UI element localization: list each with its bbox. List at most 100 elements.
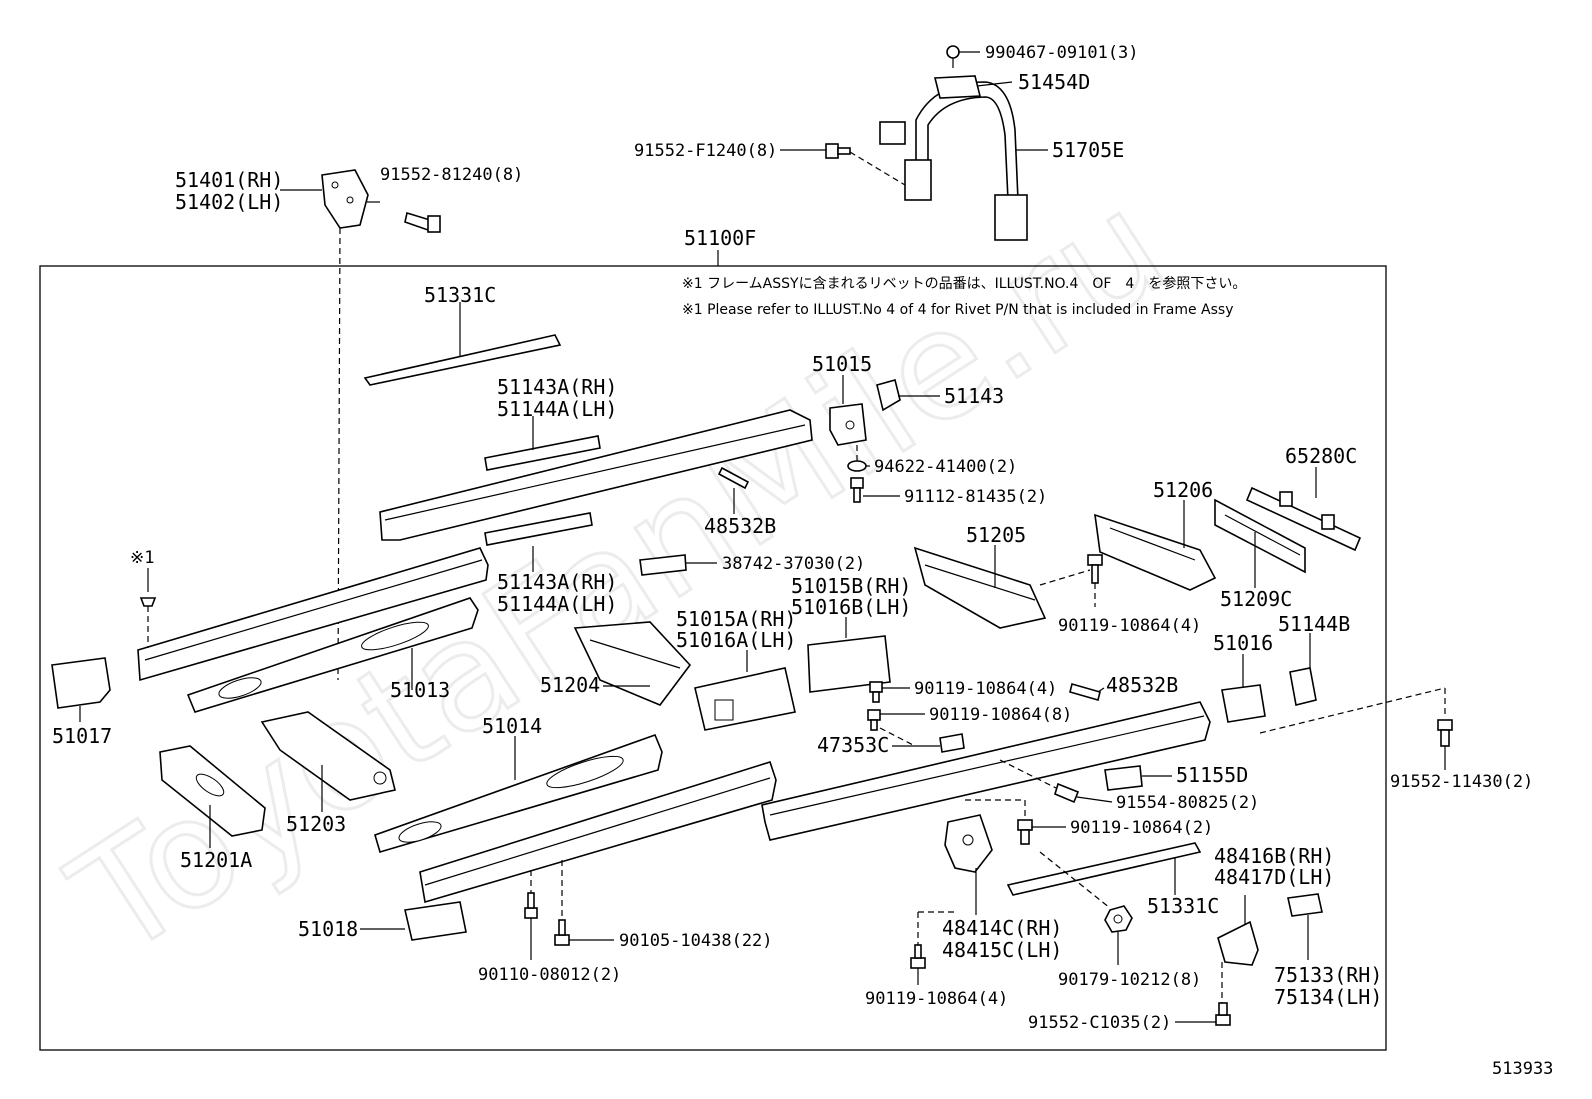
label-91554[interactable]: 91554-80825(2) <box>1116 793 1259 813</box>
label-51015A[interactable]: 51015A(RH) <box>676 607 796 631</box>
label-90105[interactable]: 90105-10438(22) <box>619 931 773 951</box>
label-51016A[interactable]: 51016A(LH) <box>676 628 796 652</box>
label-48416B[interactable]: 48416B(RH) <box>1214 844 1334 868</box>
label-94622[interactable]: 94622-41400(2) <box>874 457 1017 477</box>
label-48532B-top[interactable]: 48532B <box>704 514 776 538</box>
part-51155D-bracket <box>1104 765 1143 791</box>
part-51203-crossmember <box>260 711 396 801</box>
label-51206[interactable]: 51206 <box>1153 478 1213 502</box>
label-90119-c[interactable]: 90119-10864(8) <box>929 705 1072 725</box>
part-lower-frame-rail <box>419 761 777 904</box>
part-48532B-pin-upper <box>717 466 750 490</box>
label-51454D[interactable]: 51454D <box>1018 70 1090 94</box>
label-90119-d[interactable]: 90119-10864(2) <box>1070 818 1213 838</box>
dash-90179 <box>1039 851 1111 909</box>
label-51155D[interactable]: 51155D <box>1176 763 1248 787</box>
part-51018-bracket <box>404 901 467 941</box>
label-51100F[interactable]: 51100F <box>684 226 756 250</box>
label-9155281240[interactable]: 91552-81240(8) <box>380 165 523 185</box>
label-91552C1035[interactable]: 91552-C1035(2) <box>1028 1013 1171 1033</box>
illustration-number: 513933 <box>1492 1059 1553 1079</box>
part-51206-crossmember <box>1094 513 1217 591</box>
part-51143-bracket <box>876 379 901 412</box>
part-51205-crossmember <box>913 546 1047 629</box>
bolt-90119-b-icon <box>869 681 883 703</box>
label-51015[interactable]: 51015 <box>812 352 872 376</box>
rivet-marker-icon <box>139 568 157 648</box>
label-75133[interactable]: 75133(RH) <box>1274 963 1382 987</box>
part-51014-rail <box>374 733 663 853</box>
label-51018[interactable]: 51018 <box>298 917 358 941</box>
part-51204-crossmember <box>573 621 692 706</box>
part-51013-rail <box>186 597 479 713</box>
label-65280C[interactable]: 65280C <box>1285 444 1357 468</box>
label-51203[interactable]: 51203 <box>286 812 346 836</box>
dash-91552F1240 <box>849 151 906 186</box>
bolt-91552C1035-icon <box>1215 1002 1231 1026</box>
label-51331C-bottom[interactable]: 51331C <box>1147 894 1219 918</box>
part-47353C-clip <box>939 733 965 753</box>
label-48532B-mid[interactable]: 48532B <box>1106 673 1178 697</box>
bolt-90119-e-icon <box>910 944 926 969</box>
part-51454D-plate <box>933 75 982 99</box>
bolt-90119-d-icon <box>1017 819 1033 845</box>
label-38742[interactable]: 38742-37030(2) <box>722 554 865 574</box>
label-51014[interactable]: 51014 <box>482 714 542 738</box>
part-75133-clip <box>1287 893 1323 917</box>
label-51401[interactable]: 51401(RH) <box>175 168 283 192</box>
part-51209C-crossmember <box>1214 498 1306 574</box>
part-38742-plate <box>639 554 687 576</box>
label-91552-11430[interactable]: 91552-11430(2) <box>1390 772 1533 792</box>
label-90119-a[interactable]: 90119-10864(4) <box>1058 616 1201 636</box>
label-48417D[interactable]: 48417D(LH) <box>1214 865 1334 889</box>
label-51205[interactable]: 51205 <box>966 523 1026 547</box>
label-75134[interactable]: 75134(LH) <box>1274 985 1382 1009</box>
dash-90119-c <box>879 727 916 747</box>
label-90179[interactable]: 90179-10212(8) <box>1058 970 1201 990</box>
bolt-90110-icon <box>524 892 538 919</box>
label-51331C-top[interactable]: 51331C <box>424 283 496 307</box>
part-65280C-tube <box>1245 486 1362 552</box>
label-51144B[interactable]: 51144B <box>1278 612 1350 636</box>
label-90110[interactable]: 90110-08012(2) <box>478 965 621 985</box>
part-51331C-top-strip <box>363 334 562 386</box>
nut-90179-icon <box>1104 905 1133 933</box>
part-51331C-bottom-strip <box>1006 842 1202 896</box>
part-left-rail-long <box>137 547 489 682</box>
label-51143A-mid[interactable]: 51143A(RH) <box>497 570 617 594</box>
label-51143A-top[interactable]: 51143A(RH) <box>497 375 617 399</box>
label-51016B[interactable]: 51016B(LH) <box>791 595 911 619</box>
label-51144A-top[interactable]: 51144A(LH) <box>497 397 617 421</box>
label-990467[interactable]: 990467-09101(3) <box>985 43 1139 63</box>
part-frame-rail-upper <box>379 409 813 541</box>
part-51401-bracket <box>321 169 369 229</box>
bolt-91552F1240-icon <box>825 143 851 159</box>
label-51144A-mid[interactable]: 51144A(LH) <box>497 592 617 616</box>
washer-94622-icon <box>847 460 867 472</box>
label-51209C[interactable]: 51209C <box>1220 587 1292 611</box>
label-51013[interactable]: 51013 <box>390 678 450 702</box>
label-90119-e[interactable]: 90119-10864(4) <box>865 989 1008 1009</box>
label-51201A[interactable]: 51201A <box>180 848 252 872</box>
label-48415C[interactable]: 48415C(LH) <box>942 938 1062 962</box>
bolt-91112-icon <box>850 477 864 503</box>
dash-91554 <box>999 759 1057 789</box>
label-90119-b[interactable]: 90119-10864(4) <box>914 679 1057 699</box>
dash-51144B <box>1259 687 1446 734</box>
label-51204[interactable]: 51204 <box>540 673 600 697</box>
label-51015B[interactable]: 51015B(RH) <box>791 574 911 598</box>
label-47353C[interactable]: 47353C <box>817 733 889 757</box>
part-51015B-bracket <box>807 635 891 693</box>
label-51143[interactable]: 51143 <box>944 384 1004 408</box>
label-91112[interactable]: 91112-81435(2) <box>904 487 1047 507</box>
bolt-90105-icon <box>554 919 570 946</box>
label-51016[interactable]: 51016 <box>1213 631 1273 655</box>
bolt-91552-11430-icon <box>1437 719 1453 747</box>
label-51017[interactable]: 51017 <box>52 724 112 748</box>
label-91552F1240[interactable]: 91552-F1240(8) <box>634 141 777 161</box>
label-51402[interactable]: 51402(LH) <box>175 190 283 214</box>
part-51015A-bracket <box>694 667 796 731</box>
leader-lines <box>79 51 1446 1023</box>
label-48414C[interactable]: 48414C(RH) <box>942 916 1062 940</box>
label-51705E[interactable]: 51705E <box>1052 138 1124 162</box>
